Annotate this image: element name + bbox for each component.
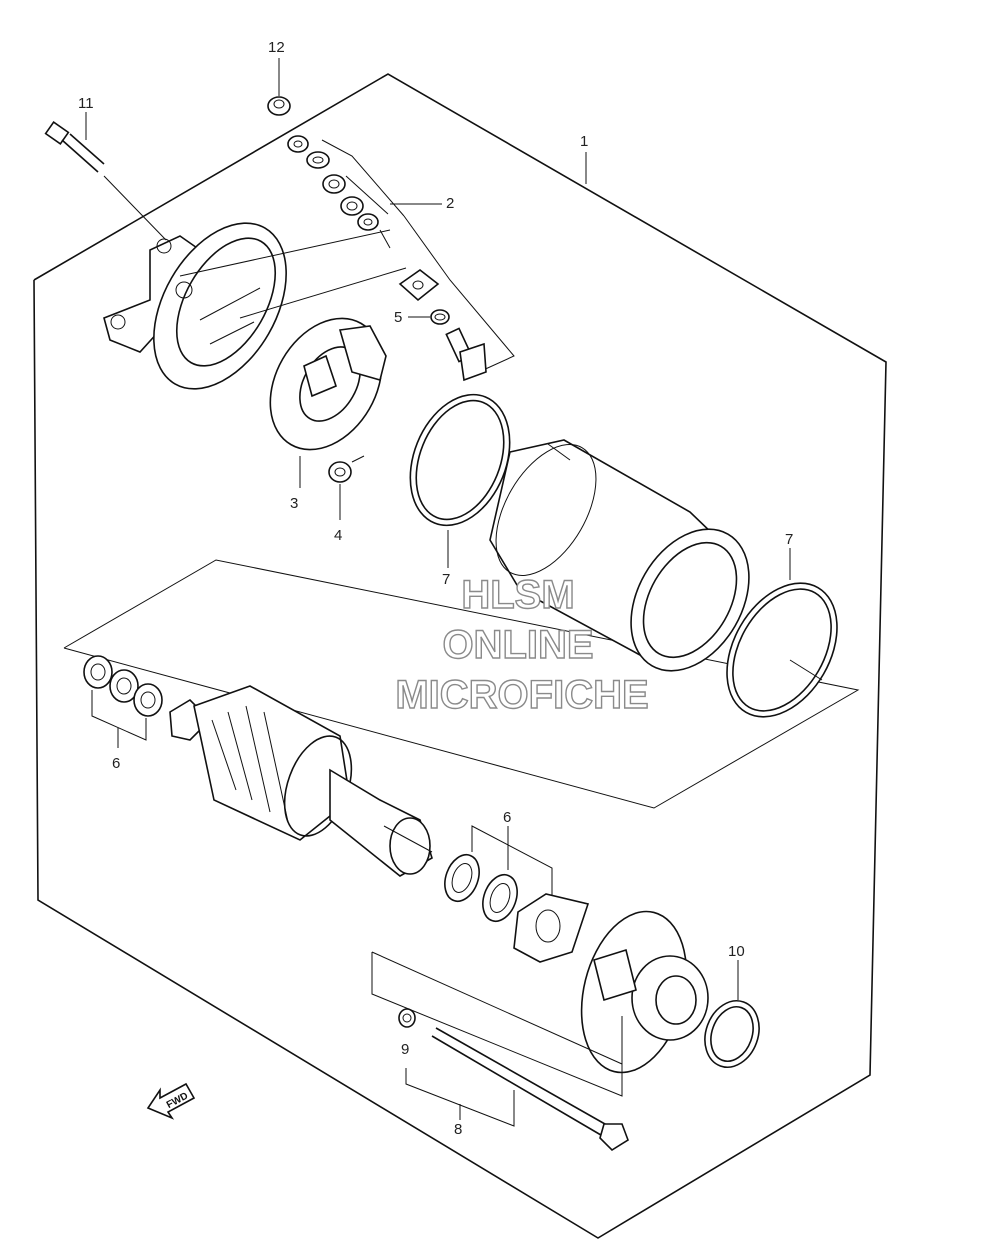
callout-6a: 6 <box>112 755 120 772</box>
part-7-oring-right <box>726 548 838 718</box>
callout-1: 1 <box>580 133 588 150</box>
assembly-outline <box>33 73 887 1239</box>
part-8-through-bolt-set <box>371 951 629 1152</box>
yoke-body <box>489 439 750 672</box>
part-7-oring-left <box>409 393 511 568</box>
part-5-oring <box>408 309 450 325</box>
callout-7a: 7 <box>442 571 450 588</box>
callout-7b: 7 <box>785 531 793 548</box>
fwd-direction-arrow: FWD <box>146 1082 196 1120</box>
part-11-bolt <box>44 112 167 241</box>
callout-8: 8 <box>454 1121 462 1138</box>
watermark-line-1: HLSM <box>461 573 574 617</box>
front-end-cover <box>580 910 709 1074</box>
callout-11: 11 <box>78 95 94 112</box>
callout-9: 9 <box>401 1041 409 1058</box>
terminal-nut <box>398 269 440 302</box>
part-6-washers-right <box>444 825 553 923</box>
callout-3: 3 <box>290 495 298 512</box>
part-6-washers-left <box>83 655 163 748</box>
armature-group-outline <box>63 559 860 809</box>
watermark-line-3: MICROFICHE <box>395 673 648 717</box>
part-10-oring <box>704 960 760 1068</box>
callout-12: 12 <box>268 39 285 56</box>
callout-6b: 6 <box>503 809 511 826</box>
lock-plate <box>513 893 590 963</box>
end-cover-housing <box>103 222 287 390</box>
part-3-brush-plate <box>269 317 387 488</box>
terminal-bolt <box>445 327 487 382</box>
part-12-nut <box>267 58 291 116</box>
part-4-bearing <box>328 455 365 520</box>
callout-4: 4 <box>334 527 342 544</box>
callout-5: 5 <box>394 309 402 326</box>
watermark-line-2: ONLINE <box>442 623 593 667</box>
callout-10: 10 <box>728 943 745 960</box>
callout-2: 2 <box>446 195 454 212</box>
armature <box>169 685 433 877</box>
part-2-washer-set <box>179 135 515 377</box>
watermark: HLSM ONLINE MICROFICHE <box>395 572 650 717</box>
